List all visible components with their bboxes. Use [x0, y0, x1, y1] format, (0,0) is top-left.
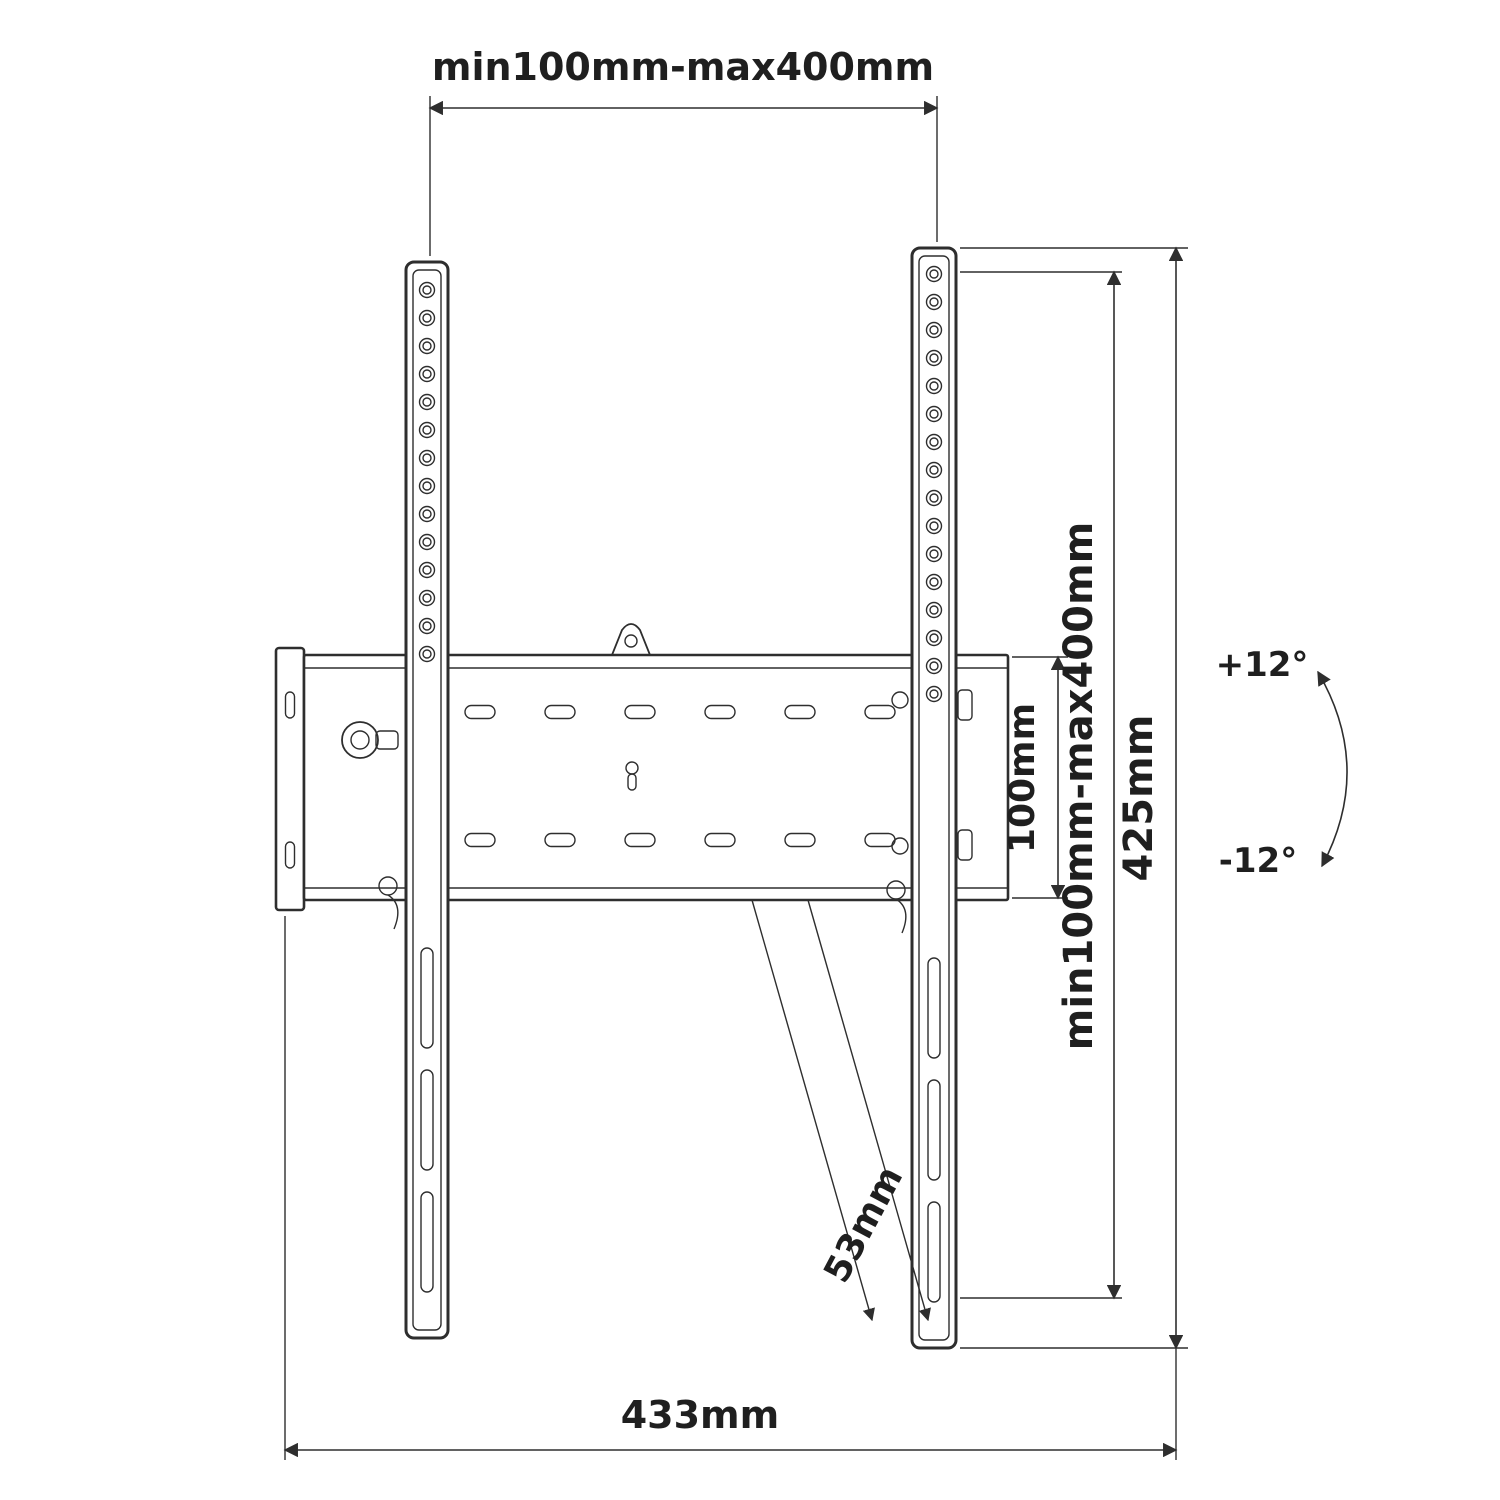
label-tilt-up: +12° — [1216, 645, 1309, 685]
wall-plate-left-cap — [274, 646, 306, 912]
left-bracket-rail — [378, 260, 450, 1340]
wall-plate-body — [302, 653, 1010, 902]
label-tilt-down: -12° — [1219, 841, 1297, 881]
label-plate-height: 100mm — [1002, 703, 1043, 853]
label-vesa-vertical: min100mm-max400mm — [1056, 522, 1102, 1051]
wall-plate — [274, 623, 1010, 912]
tilt-arc-arrow — [1317, 670, 1348, 868]
hanger-tab — [611, 623, 651, 656]
label-overall-width: 433mm — [621, 1393, 780, 1437]
label-top-width: min100mm-max400mm — [432, 45, 934, 89]
label-overall-height: 425mm — [1116, 715, 1162, 882]
dim-overall-height: 425mm — [960, 246, 1188, 1350]
label-depth: 53mm — [816, 1160, 911, 1290]
dim-depth: 53mm — [751, 899, 931, 1322]
tilt-hinge-hardware — [891, 689, 973, 861]
keyhole — [625, 761, 639, 791]
adjustment-knob — [341, 721, 399, 759]
dim-overall-width: 433mm — [283, 916, 1178, 1460]
dim-vesa-vertical: min100mm-max400mm — [960, 270, 1122, 1300]
dim-plate-height: 100mm — [1002, 655, 1068, 900]
dim-top-width: min100mm-max400mm — [428, 45, 939, 256]
tilt-annotation: +12° -12° — [1216, 645, 1348, 881]
left-locking-hook — [378, 876, 399, 930]
right-bracket-rail — [886, 246, 958, 1350]
right-locking-hook — [886, 880, 907, 934]
